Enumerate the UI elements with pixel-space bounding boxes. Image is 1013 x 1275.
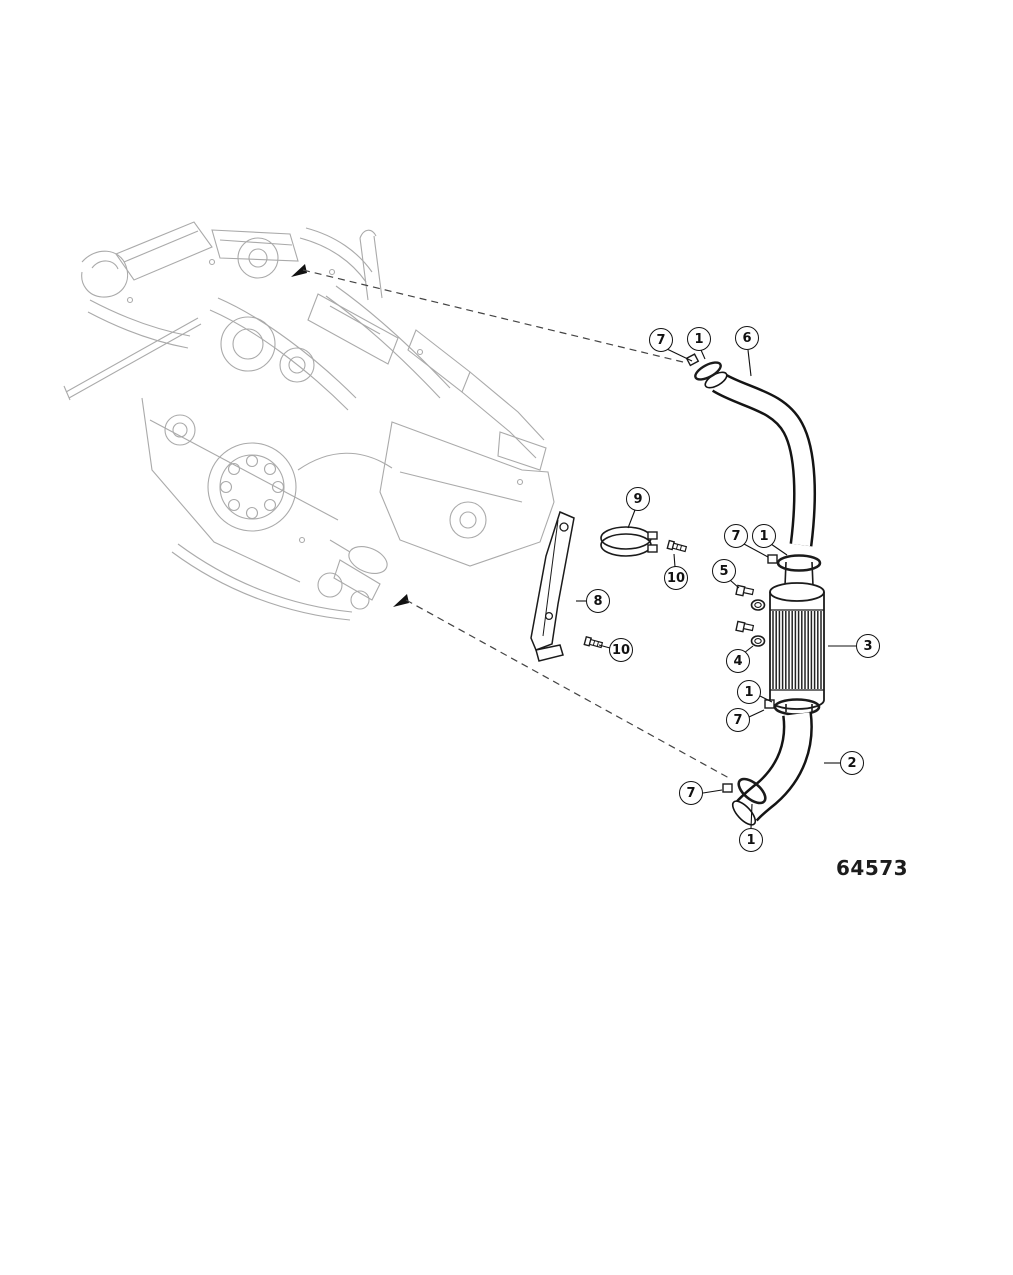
callout-10-screw-upper: 10 (664, 566, 688, 590)
callout-7-upper-clamp-screw: 7 (649, 328, 673, 352)
hose-clamp-mid (767, 554, 822, 572)
dashed-leader-lower (405, 599, 730, 779)
screw-lower (583, 635, 604, 649)
engine-line-art (63, 221, 555, 621)
callout-6-upper-hose: 6 (735, 326, 759, 350)
sealing-washer-lower (750, 635, 766, 647)
callout-10-screw-lower: 10 (609, 638, 633, 662)
figure-number: 64573 (836, 856, 909, 880)
callout-4-sealing-washer: 4 (726, 649, 750, 673)
screw-upper (666, 539, 688, 553)
callout-1-mid-clamp: 1 (752, 524, 776, 548)
callout-7-mid-clamp-screw: 7 (724, 524, 748, 548)
callout-5-drain-plug: 5 (712, 559, 736, 583)
clamp-screw-mid (767, 554, 778, 564)
clamp-screw-lower (764, 699, 775, 709)
callout-8-bracket: 8 (586, 589, 610, 613)
callout-9-retainer-clamp: 9 (626, 487, 650, 511)
bracket (530, 510, 575, 662)
retainer-clamp (600, 526, 658, 557)
callout-2-lower-hose: 2 (840, 751, 864, 775)
hose-upper (704, 371, 817, 547)
clamp-screw-bottom (722, 783, 733, 793)
hose-lower (731, 712, 813, 826)
callout-3-muffler: 3 (856, 634, 880, 658)
dashed-leader-upper (302, 269, 684, 363)
hose-clamp-bottom (722, 777, 767, 805)
callout-1-lower-clamp: 1 (737, 680, 761, 704)
callout-1-upper-clamp: 1 (687, 327, 711, 351)
muffler-inlet-neck (784, 561, 814, 587)
muffler (769, 582, 825, 712)
callout-1-bottom-clamp: 1 (739, 828, 763, 852)
callout-7-bottom-clamp-screw: 7 (679, 781, 703, 805)
drain-plug-upper (735, 584, 766, 611)
location-arrow-upper (291, 264, 307, 277)
location-arrow-lower (393, 594, 409, 607)
muffler-rib-band (772, 611, 822, 689)
clamp-screw-upper (685, 353, 700, 367)
hose-clamp-upper (685, 353, 722, 381)
drain-plug-lower (735, 620, 766, 647)
callout-7-lower-clamp-screw: 7 (726, 708, 750, 732)
sealing-washer-upper (750, 599, 766, 611)
